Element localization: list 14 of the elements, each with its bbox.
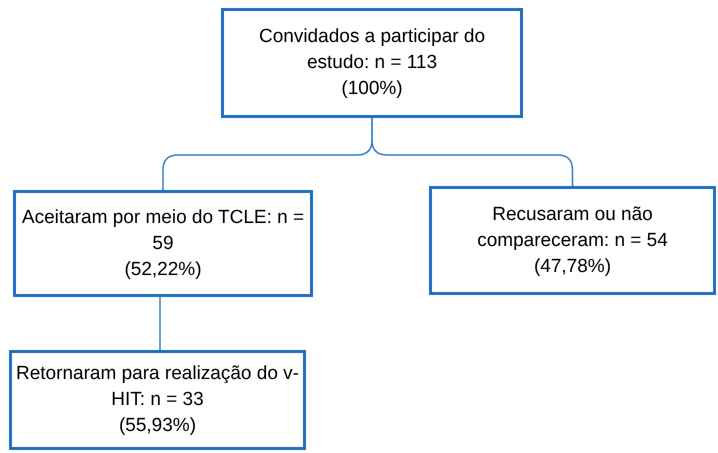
process-box — [9, 350, 306, 450]
process-box — [13, 190, 313, 297]
process-box — [221, 8, 523, 118]
box-text: (52,22%) — [124, 258, 202, 282]
box-text: (55,93%) — [118, 414, 196, 438]
box-text: Aceitaram por meio do TCLE: n = 59 — [20, 206, 306, 256]
process-box — [429, 186, 716, 295]
box-text: Recusaram ou não compareceram: n = 54 — [476, 202, 669, 252]
box-text: Retornaram para realização do v-HIT: n = 33 — [14, 362, 300, 412]
connector-line — [371, 118, 574, 186]
box-text: (47,78%) — [534, 254, 612, 278]
box-text: (100%) — [341, 77, 403, 101]
box-text: Convidados a participar do estudo: n = 113 — [258, 25, 486, 75]
connector-line — [159, 297, 161, 350]
